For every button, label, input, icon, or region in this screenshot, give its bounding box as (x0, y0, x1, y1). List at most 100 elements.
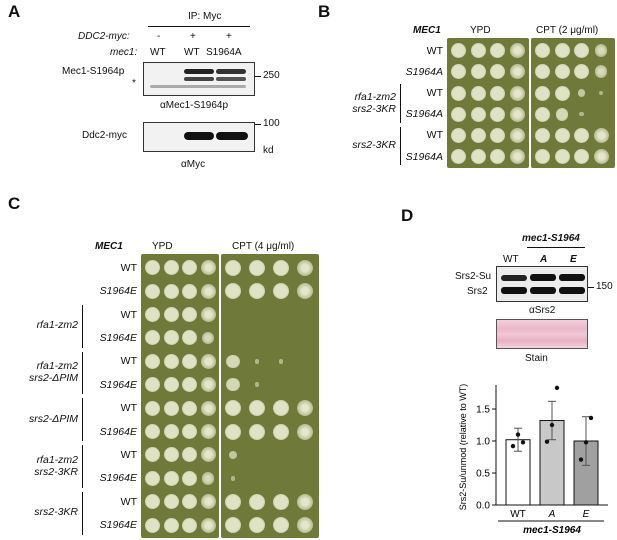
yeast-spot (145, 353, 160, 369)
yeast-spot (470, 106, 486, 122)
yeast-spot (182, 260, 197, 276)
strain-row-label: WT (120, 355, 137, 368)
blot-band (559, 274, 585, 281)
yeast-spot (535, 106, 550, 122)
yeast-spot (554, 149, 570, 165)
marker-100: 100 (263, 118, 280, 129)
yeast-spot (201, 471, 215, 485)
lane-e: E (570, 254, 577, 265)
yeast-spot (297, 517, 313, 534)
yeast-spot (163, 330, 179, 346)
strain-row-label: S1964E (99, 425, 137, 438)
yeast-spot (273, 283, 289, 300)
data-point (554, 385, 560, 391)
yeast-spot (451, 85, 466, 101)
yeast-spot (200, 307, 216, 322)
mec1-blot-label: Mec1-S1964p (62, 66, 125, 77)
panel-b-ypd-plate (447, 38, 529, 168)
yeast-spot (145, 400, 160, 416)
yeast-spot (509, 149, 525, 165)
y-tick-label: 1.0 (476, 437, 490, 448)
strain-row-label: S1964E (99, 472, 137, 485)
yeast-spot (297, 493, 313, 510)
yeast-spot (451, 64, 466, 80)
yeast-spot (163, 400, 179, 416)
yeast-spot (182, 283, 197, 299)
yeast-spot (297, 423, 313, 440)
yeast-spot (200, 260, 216, 276)
yeast-spot (225, 423, 241, 440)
yeast-spot (593, 149, 609, 165)
blot-band (530, 287, 556, 294)
yeast-spot (577, 89, 586, 97)
yeast-spot (182, 517, 197, 533)
yeast-spot (249, 517, 265, 534)
genotype-label: srs2-3KR (34, 465, 78, 478)
yeast-spot (535, 64, 550, 80)
ddc2-blot-caption: αMyc (181, 159, 206, 170)
yeast-spot (182, 353, 197, 369)
yeast-spot (145, 494, 160, 510)
group-bracket (82, 304, 83, 348)
blot-band (559, 287, 585, 294)
group-line (527, 247, 585, 248)
marker-250: 250 (263, 70, 280, 81)
yeast-spot (297, 259, 313, 276)
blot-band (501, 287, 527, 294)
yeast-spot (297, 283, 313, 300)
genotype-label: srs2-ΔPIM (28, 372, 78, 384)
mec1-blot-caption: αMec1-S1964p (160, 100, 229, 111)
mec1-blot (143, 62, 255, 96)
yeast-spot (470, 149, 486, 165)
yeast-spot (163, 517, 179, 533)
yeast-spot (470, 43, 486, 59)
yeast-spot (182, 307, 197, 322)
ddc2-blot-label: Ddc2-myc (82, 130, 128, 141)
ip-label: IP: Myc (188, 11, 222, 22)
yeast-spot (490, 127, 505, 143)
yeast-spot (254, 382, 260, 387)
yeast-spot (200, 424, 216, 439)
data-point (510, 443, 516, 449)
yeast-spot (598, 90, 604, 96)
yeast-spot (226, 377, 240, 392)
yeast-spot (145, 447, 160, 463)
yeast-spot (554, 43, 570, 59)
yeast-spot (574, 64, 589, 80)
yeast-spot (145, 377, 160, 393)
yeast-spot (554, 85, 570, 101)
group-bracket (82, 398, 83, 442)
yeast-spot (145, 424, 160, 439)
data-point (588, 415, 594, 421)
yeast-spot (163, 470, 179, 486)
yeast-spot (535, 149, 550, 165)
yeast-spot (535, 127, 550, 143)
yeast-spot (182, 377, 197, 393)
panel-c-label: C (8, 194, 21, 213)
yeast-spot (163, 353, 179, 369)
panel-d-group-label: mec1-S1964 (522, 233, 580, 244)
strain-row-label: S1964A (405, 150, 443, 163)
mec1-row-label: mec1: (110, 47, 138, 58)
lane-a: A (540, 254, 548, 265)
lane3-ddc2: + (226, 31, 232, 42)
blot-band (216, 77, 246, 81)
panel-b-cpt-header: CPT (2 μg/ml) (536, 25, 599, 36)
yeast-spot (555, 107, 569, 121)
yeast-spot (200, 494, 216, 510)
genotype-label: srs2-ΔPIM (28, 412, 78, 425)
yeast-spot (273, 423, 289, 440)
x-tick-label: A (548, 509, 556, 520)
y-axis-label: Srs2-Su/unmod (relative to WT) (458, 384, 468, 511)
yeast-spot (145, 330, 160, 346)
genotype-label: srs2-3KR (352, 139, 396, 151)
yeast-spot (200, 377, 216, 393)
yeast-spot (579, 112, 584, 117)
ip-line (148, 26, 250, 27)
panel-b-gene-header: MEC1 (413, 25, 441, 36)
yeast-spot (254, 359, 260, 364)
panel-c-ypd-plate (141, 254, 219, 538)
yeast-spot (249, 493, 265, 510)
yeast-spot (163, 283, 179, 299)
yeast-spot (554, 127, 570, 143)
